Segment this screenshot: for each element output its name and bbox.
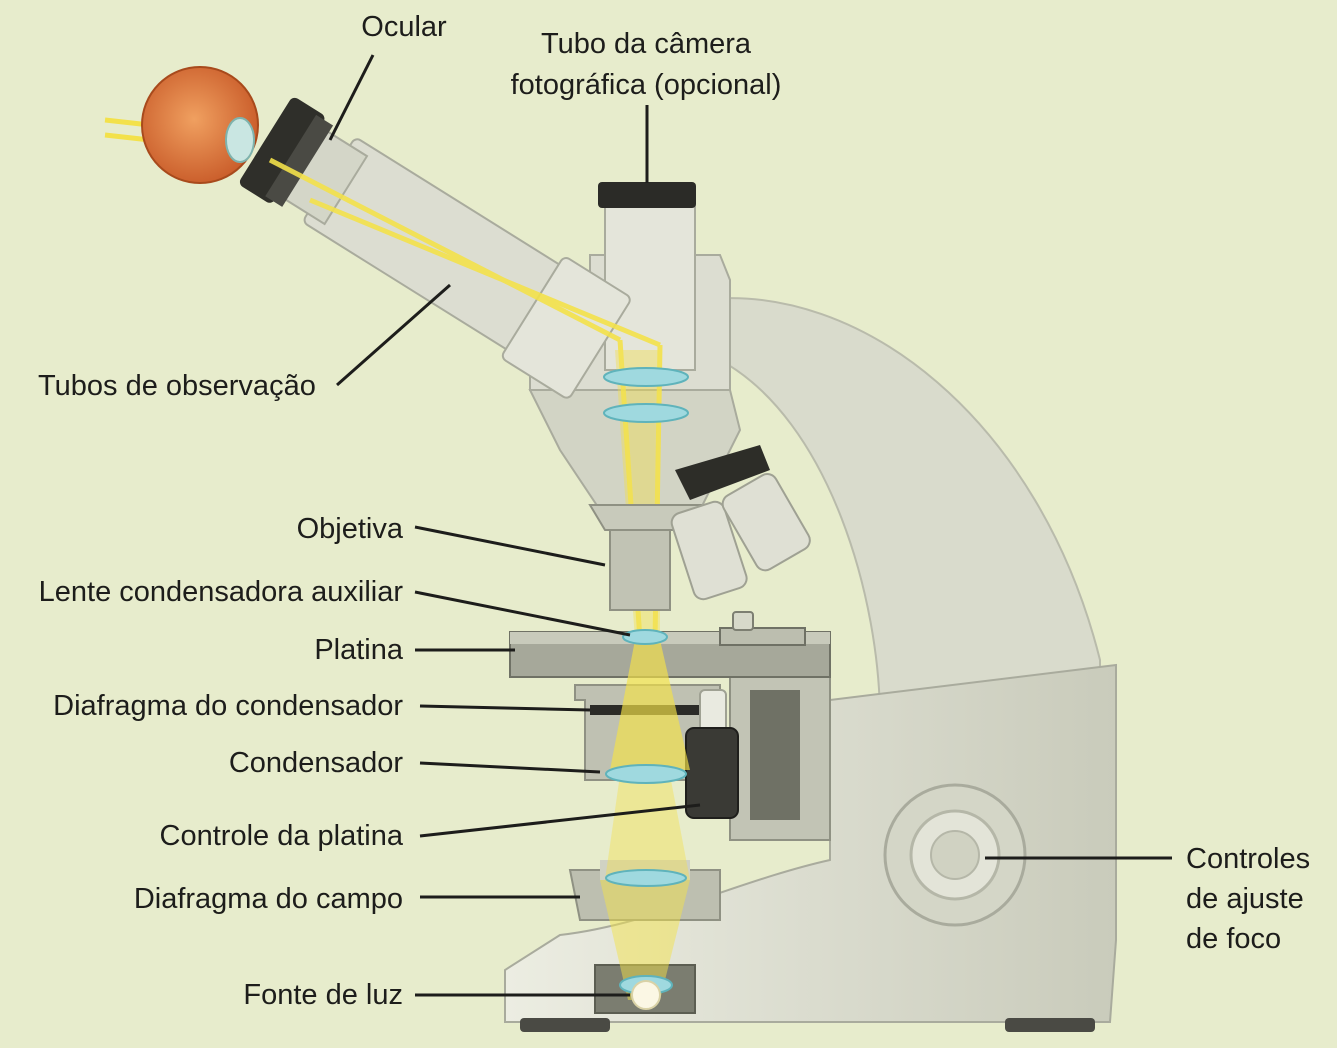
label-stage: Platina bbox=[314, 634, 404, 666]
label-condenser-diaphragm: Diafragma do condensador bbox=[53, 690, 403, 722]
label-field-diaphragm: Diafragma do campo bbox=[134, 883, 403, 915]
label-light-source: Fonte de luz bbox=[243, 979, 403, 1011]
base-foot-left bbox=[520, 1018, 610, 1032]
focus-knob bbox=[885, 785, 1025, 925]
label-condenser: Condensador bbox=[229, 747, 403, 779]
label-stage-control: Controle da platina bbox=[160, 820, 404, 852]
label-camera-tube-line2: fotográfica (opcional) bbox=[511, 69, 782, 101]
label-focus-controls-line1: Controles bbox=[1186, 843, 1310, 875]
base-foot-right bbox=[1005, 1018, 1095, 1032]
label-ocular: Ocular bbox=[361, 11, 447, 43]
label-focus-controls-line3: de foco bbox=[1186, 923, 1281, 955]
label-objective: Objetiva bbox=[297, 513, 404, 545]
stage-bracket bbox=[730, 670, 830, 840]
label-focus-controls-line2: de ajuste bbox=[1186, 883, 1304, 915]
label-camera-tube-line1: Tubo da câmera bbox=[541, 28, 752, 60]
light-bulb bbox=[632, 981, 660, 1009]
label-aux-condenser-lens: Lente condensadora auxiliar bbox=[39, 576, 404, 608]
label-observation-tubes: Tubos de observação bbox=[38, 370, 316, 402]
